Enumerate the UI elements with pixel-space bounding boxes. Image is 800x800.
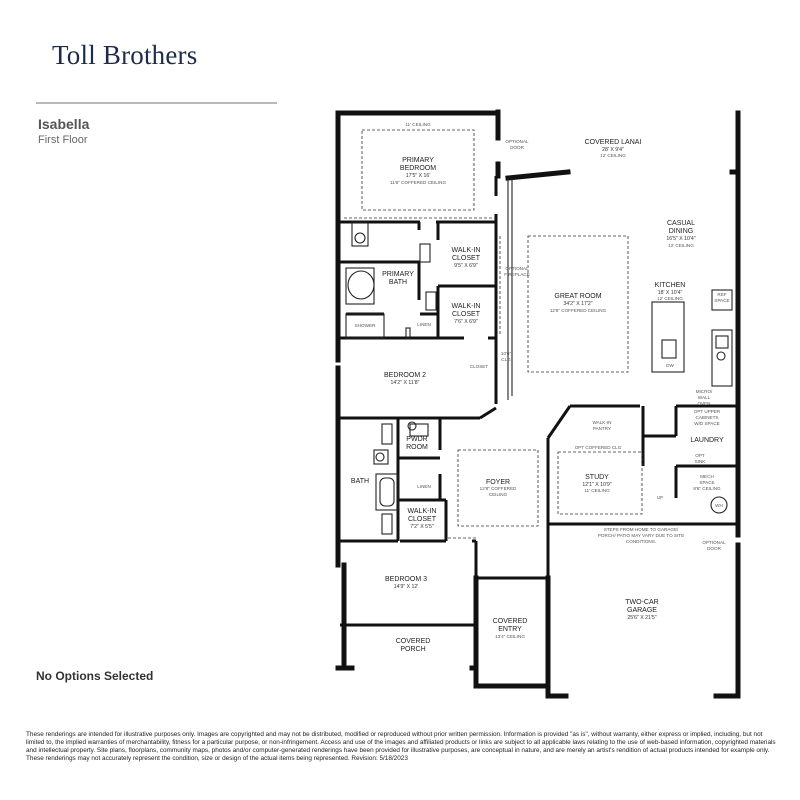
svg-text:34'2" X 17'2": 34'2" X 17'2": [563, 301, 592, 307]
svg-text:13'4" CEILING: 13'4" CEILING: [495, 634, 525, 639]
svg-text:CLOSET: CLOSET: [470, 364, 489, 369]
floor-name: First Floor: [38, 134, 88, 146]
svg-text:10'6": 10'6": [501, 351, 512, 356]
svg-text:OPTIONAL: OPTIONAL: [505, 139, 529, 144]
svg-text:CLG: CLG: [501, 357, 511, 362]
svg-text:MECH: MECH: [700, 474, 714, 479]
bedroom-2-label: BEDROOM 2: [384, 372, 426, 379]
svg-text:12' CEILING: 12' CEILING: [668, 243, 694, 248]
svg-text:12' CEILING: 12' CEILING: [657, 296, 683, 301]
svg-text:11' CEILING: 11' CEILING: [584, 488, 610, 493]
svg-text:16'5" X 10'4": 16'5" X 10'4": [666, 236, 695, 242]
options-status: No Options Selected: [36, 669, 154, 683]
svg-text:BATH: BATH: [389, 279, 407, 286]
ceiling-note-top: 11' CEILING: [405, 122, 431, 127]
dashed-ceiling-outlines: [344, 129, 643, 539]
svg-text:REF: REF: [717, 292, 726, 297]
svg-text:12' CEILING: 12' CEILING: [600, 153, 626, 158]
svg-text:CLOSET: CLOSET: [452, 255, 481, 262]
svg-text:CLOSET: CLOSET: [452, 311, 481, 318]
header-divider: [36, 102, 277, 104]
svg-text:CABINETS: CABINETS: [696, 415, 719, 420]
walk-in-closet-1-label: WALK-IN: [452, 247, 481, 254]
svg-text:UP: UP: [657, 495, 663, 500]
kitchen-label: KITCHEN: [655, 282, 686, 289]
svg-text:WH: WH: [715, 503, 723, 508]
svg-text:SPACE: SPACE: [714, 298, 729, 303]
covered-entry-label: COVERED: [493, 618, 528, 625]
svg-text:14'9" X 12': 14'9" X 12': [394, 584, 419, 590]
covered-porch-label: COVERED: [396, 638, 431, 645]
svg-text:DOOR: DOOR: [707, 546, 721, 551]
exterior-walls: [335, 109, 741, 699]
foyer-label: FOYER: [486, 479, 510, 486]
great-room-label: GREAT ROOM: [554, 293, 601, 300]
svg-text:OPTIONAL: OPTIONAL: [505, 266, 529, 271]
svg-text:OPTIONAL: OPTIONAL: [702, 540, 726, 545]
svg-text:OPT: OPT: [695, 453, 705, 458]
svg-text:LINEN: LINEN: [417, 484, 431, 489]
svg-text:WALK-IN: WALK-IN: [593, 420, 612, 425]
svg-text:PORCH: PORCH: [400, 646, 425, 653]
powder-room-label: PWDR: [406, 436, 427, 443]
fixtures: [345, 178, 733, 535]
two-car-garage-label: TWO-CAR: [625, 599, 658, 606]
bath-label: BATH: [351, 478, 369, 485]
room-labels: 11' CEILING PRIMARY BEDROOM 17'5" X 16' …: [351, 122, 730, 653]
bedroom-3-label: BEDROOM 3: [385, 576, 427, 583]
svg-text:DOOR: DOOR: [510, 145, 524, 150]
svg-text:DW: DW: [666, 363, 674, 368]
svg-text:7'2" X 5'5": 7'2" X 5'5": [410, 524, 434, 530]
walk-in-closet-3-label: WALK-IN: [408, 508, 437, 515]
svg-text:OVEN: OVEN: [697, 401, 710, 406]
walk-in-closet-2-label: WALK-IN: [452, 303, 481, 310]
svg-text:SINK: SINK: [695, 459, 707, 464]
svg-text:ROOM: ROOM: [406, 444, 428, 451]
svg-text:DINING: DINING: [669, 228, 694, 235]
svg-text:25'6" X 21'5": 25'6" X 21'5": [627, 615, 656, 621]
svg-text:11'8" COFFERED CEILING: 11'8" COFFERED CEILING: [390, 180, 446, 185]
svg-text:12'8" COFFERED CEILING: 12'8" COFFERED CEILING: [550, 308, 607, 313]
covered-lanai-label: COVERED LANAI: [585, 139, 642, 146]
svg-text:18' X 10'4": 18' X 10'4": [658, 290, 683, 296]
svg-text:LINEN: LINEN: [417, 322, 431, 327]
svg-text:CLOSET: CLOSET: [408, 516, 437, 523]
svg-text:12'8" COFFERED: 12'8" COFFERED: [480, 486, 517, 491]
svg-text:CONDITIONS.: CONDITIONS.: [626, 539, 656, 544]
svg-text:GARAGE: GARAGE: [627, 607, 657, 614]
disclaimer-text: These renderings are intended for illust…: [26, 731, 776, 762]
study-label: STUDY: [585, 474, 609, 481]
laundry-label: LAUNDRY: [690, 437, 724, 444]
svg-text:PORCH/ PATIO MAY VARY DUE TO S: PORCH/ PATIO MAY VARY DUE TO SITE: [598, 533, 684, 538]
svg-text:WALL: WALL: [698, 395, 711, 400]
svg-text:FIREPLACE: FIREPLACE: [504, 272, 530, 277]
svg-text:OPT UPPER: OPT UPPER: [694, 409, 721, 414]
svg-text:OPT COFFERED CLG: OPT COFFERED CLG: [575, 445, 622, 450]
svg-text:BEDROOM: BEDROOM: [400, 165, 436, 172]
svg-text:17'5" X 16': 17'5" X 16': [406, 173, 431, 179]
casual-dining-label: CASUAL: [667, 220, 695, 227]
primary-bedroom-label: PRIMARY: [402, 157, 434, 164]
svg-text:MICRO/: MICRO/: [696, 389, 713, 394]
svg-text:SHOWER: SHOWER: [355, 323, 376, 328]
svg-text:CEILING: CEILING: [489, 492, 508, 497]
svg-text:W/D SPACE: W/D SPACE: [694, 421, 719, 426]
svg-text:14'2" X 11'8": 14'2" X 11'8": [391, 380, 420, 386]
svg-text:STEPS FROM HOME TO GARAGE/: STEPS FROM HOME TO GARAGE/: [604, 527, 679, 532]
svg-text:9'5" X 6'9": 9'5" X 6'9": [454, 263, 478, 269]
brand-logo: Toll Brothers: [52, 40, 198, 70]
svg-text:7'6" X 6'9": 7'6" X 6'9": [454, 319, 478, 325]
svg-text:ENTRY: ENTRY: [498, 626, 522, 633]
svg-text:SPACE: SPACE: [699, 480, 714, 485]
svg-text:12'1" X 10'9": 12'1" X 10'9": [582, 482, 611, 488]
svg-text:8'6" CEILING: 8'6" CEILING: [693, 486, 721, 491]
svg-text:28' X 9'4": 28' X 9'4": [602, 147, 624, 153]
svg-text:PANTRY: PANTRY: [593, 426, 611, 431]
model-name: Isabella: [38, 116, 90, 132]
primary-bath-label: PRIMARY: [382, 271, 414, 278]
